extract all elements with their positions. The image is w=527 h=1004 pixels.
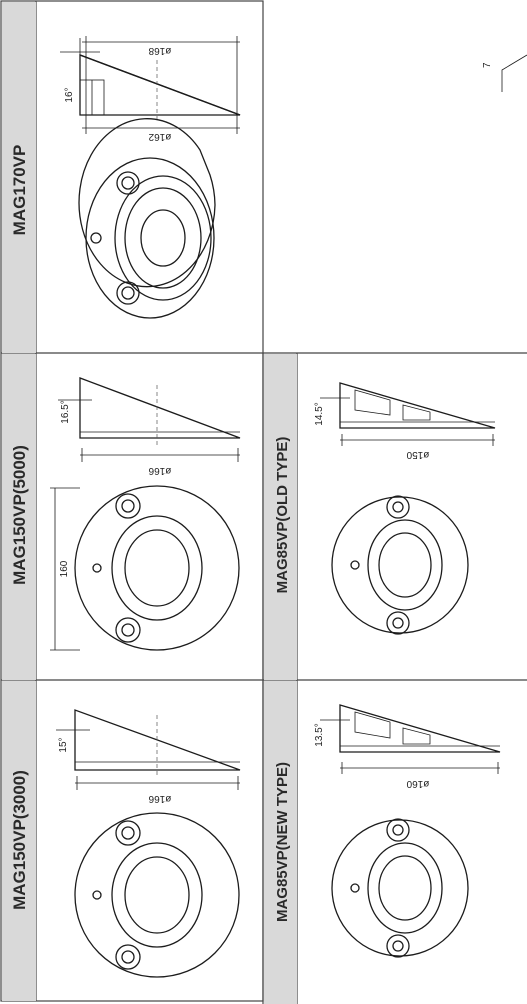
angle-mag85vp-new: 13.5° xyxy=(314,723,325,746)
side-view-mag85vp-old xyxy=(320,382,496,446)
angle-mag170vp: 16° xyxy=(64,87,75,102)
angle-mag150vp-5000: 16.5° xyxy=(60,400,71,423)
dimension-mag85vp-new: ø160 xyxy=(406,778,429,789)
corner-mark: 7 xyxy=(482,54,527,92)
model-label-mag85vp-old: MAG85VP(OLD TYPE) xyxy=(274,437,291,594)
label-bar-mag150vp-5000 xyxy=(2,354,36,680)
model-label-mag170vp: MAG170VP xyxy=(10,145,29,236)
label-bar-mag85vp-new xyxy=(264,681,297,1004)
dimension-mag150vp-5000: ø166 xyxy=(148,465,171,476)
dimension-mag170vp-top: ø168 xyxy=(148,45,171,56)
angle-mag150vp-3000: 15° xyxy=(58,737,69,752)
front-view-mag150vp-3000 xyxy=(74,812,240,978)
model-label-mag150vp-3000: MAG150VP(3000) xyxy=(10,770,29,910)
dimension-mag150vp-5000-front: 160 xyxy=(59,560,70,577)
model-label-mag150vp-5000: MAG150VP(5000) xyxy=(10,445,29,585)
side-view-mag85vp-new xyxy=(320,704,501,774)
front-view-mag170vp xyxy=(78,118,216,319)
front-view-mag85vp-old xyxy=(331,495,469,635)
front-view-mag150vp-5000 xyxy=(50,485,240,651)
front-view-mag85vp-new xyxy=(331,818,469,958)
corner-mark-label: 7 xyxy=(482,62,493,68)
dimension-mag170vp-bottom: ø162 xyxy=(148,131,171,142)
dimension-mag85vp-old: ø150 xyxy=(406,449,429,460)
dimension-mag150vp-3000: ø166 xyxy=(148,793,171,804)
label-bar-mag150vp-3000 xyxy=(2,681,36,1001)
label-bar-mag170vp xyxy=(2,2,36,353)
side-view-mag150vp-5000 xyxy=(58,377,241,462)
model-label-mag85vp-new: MAG85VP(NEW TYPE) xyxy=(274,762,291,922)
label-bar-mag85vp-old xyxy=(264,354,297,680)
side-view-mag170vp xyxy=(60,36,241,134)
angle-mag85vp-old: 14.5° xyxy=(314,402,325,425)
side-view-mag150vp-3000 xyxy=(56,709,241,790)
